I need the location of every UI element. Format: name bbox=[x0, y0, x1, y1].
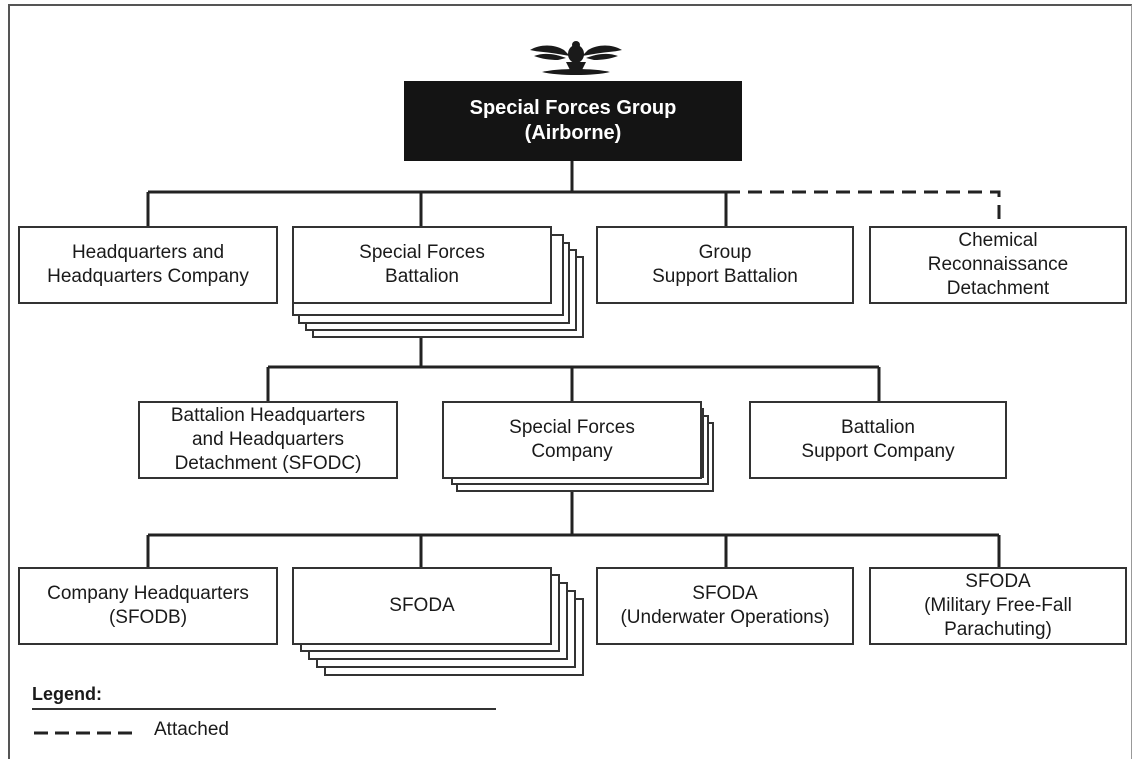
special-forces-group-label: Special Forces Group (Airborne) bbox=[469, 97, 677, 144]
sfoda-freefall-label: SFODA (Military Free-Fall Parachuting) bbox=[924, 571, 1072, 640]
special-forces-group-box: Special Forces Group (Airborne) bbox=[404, 81, 742, 161]
company-headquarters-label: Company Headquarters (SFODB) bbox=[47, 583, 249, 628]
battalion-support-company-box: Battalion Support Company bbox=[749, 401, 1007, 479]
sfoda-underwater-box: SFODA (Underwater Operations) bbox=[596, 567, 854, 645]
special-forces-company-label: Special Forces Company bbox=[509, 417, 635, 462]
legend-divider bbox=[32, 708, 496, 710]
chemical-reconnaissance-label: Chemical Reconnaissance Detachment bbox=[927, 230, 1069, 299]
sfoda-box: SFODA bbox=[292, 567, 552, 645]
hhc-box: Headquarters and Headquarters Company bbox=[18, 226, 278, 304]
special-forces-battalion-box: Special Forces Battalion bbox=[292, 226, 552, 304]
company-headquarters-box: Company Headquarters (SFODB) bbox=[18, 567, 278, 645]
group-support-battalion-box: Group Support Battalion bbox=[596, 226, 854, 304]
group-support-battalion-label: Group Support Battalion bbox=[652, 242, 798, 287]
battalion-hq-detachment-label: Battalion Headquarters and Headquarters … bbox=[170, 405, 366, 474]
hhc-label: Headquarters and Headquarters Company bbox=[47, 242, 249, 287]
legend-attached-label: Attached bbox=[154, 719, 229, 740]
sfoda-label: SFODA bbox=[389, 595, 455, 616]
legend-title: Legend: bbox=[32, 684, 102, 704]
chemical-reconnaissance-box: Chemical Reconnaissance Detachment bbox=[869, 226, 1127, 304]
sfoda-underwater-label: SFODA (Underwater Operations) bbox=[620, 583, 830, 628]
special-forces-battalion-label: Special Forces Battalion bbox=[359, 242, 485, 287]
diagram-frame bbox=[8, 4, 1132, 759]
battalion-hq-detachment-box: Battalion Headquarters and Headquarters … bbox=[138, 401, 398, 479]
battalion-support-company-label: Battalion Support Company bbox=[801, 417, 955, 462]
connector-attached-dashed bbox=[726, 190, 1001, 226]
special-forces-company-box: Special Forces Company bbox=[442, 401, 702, 479]
eagle-emblem-icon bbox=[530, 41, 622, 75]
sfoda-freefall-box: SFODA (Military Free-Fall Parachuting) bbox=[869, 567, 1127, 645]
